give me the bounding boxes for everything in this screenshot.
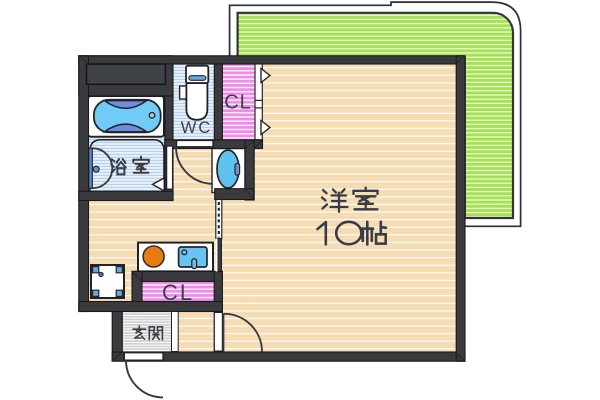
svg-text:CL: CL <box>224 92 252 114</box>
svg-text:WC: WC <box>181 119 213 137</box>
svg-text:CL: CL <box>162 280 194 305</box>
